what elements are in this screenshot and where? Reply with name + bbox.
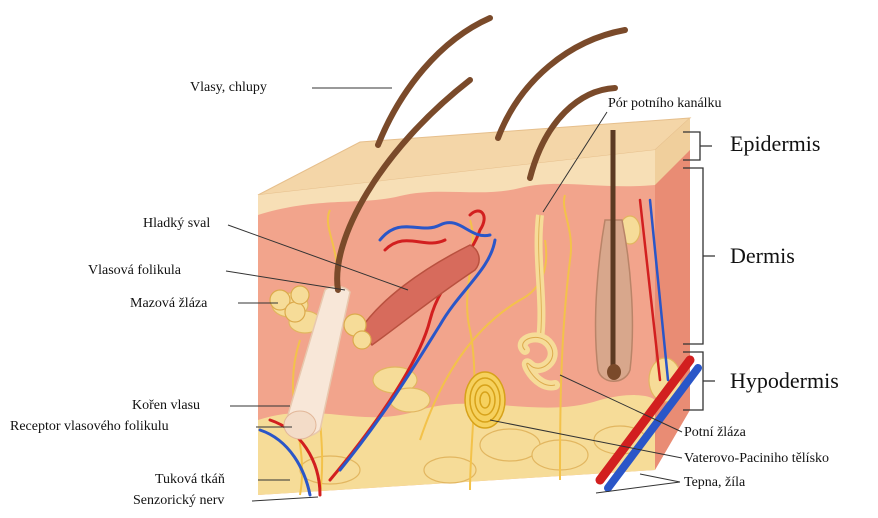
layer-label-hypodermis: Hypodermis [730,368,839,394]
layer-label-epidermis: Epidermis [730,131,820,157]
gland-lobe [291,286,309,304]
layer-label-dermis: Dermis [730,243,795,269]
label-artery-vein: Tepna, žíla [684,475,745,491]
label-pacinian-corpuscle: Vaterovo-Paciniho tělísko [684,451,829,467]
label-smooth-muscle: Hladký sval [143,216,210,232]
fat-lobule [480,429,540,461]
hair-shaft [498,30,625,138]
label-adipose-tissue: Tuková tkáň [155,472,225,488]
label-hair: Vlasy, chlupy [190,80,267,96]
leader-line [252,497,318,501]
label-hair-follicle: Vlasová folikula [88,263,181,279]
hair-shaft [378,18,490,145]
label-sebaceous-gland: Mazová žláza [130,296,207,312]
label-hair-root: Kořen vlasu [132,398,200,414]
hair-bulb [607,364,621,380]
hair-bulb [284,411,316,439]
label-follicle-receptor: Receptor vlasového folikulu [10,419,169,435]
leader-line [640,474,680,482]
label-sensory-nerve: Senzorický nerv [133,493,224,509]
label-sweat-gland: Potní žláza [684,425,746,441]
corpuscle-layer [465,372,505,428]
pacinian-corpuscle [465,372,505,428]
gland-lobe [285,302,305,322]
fat-lobule [424,457,476,483]
label-sweat-pore: Pór potního kanálku [608,96,722,112]
gland-lobe [353,331,371,349]
